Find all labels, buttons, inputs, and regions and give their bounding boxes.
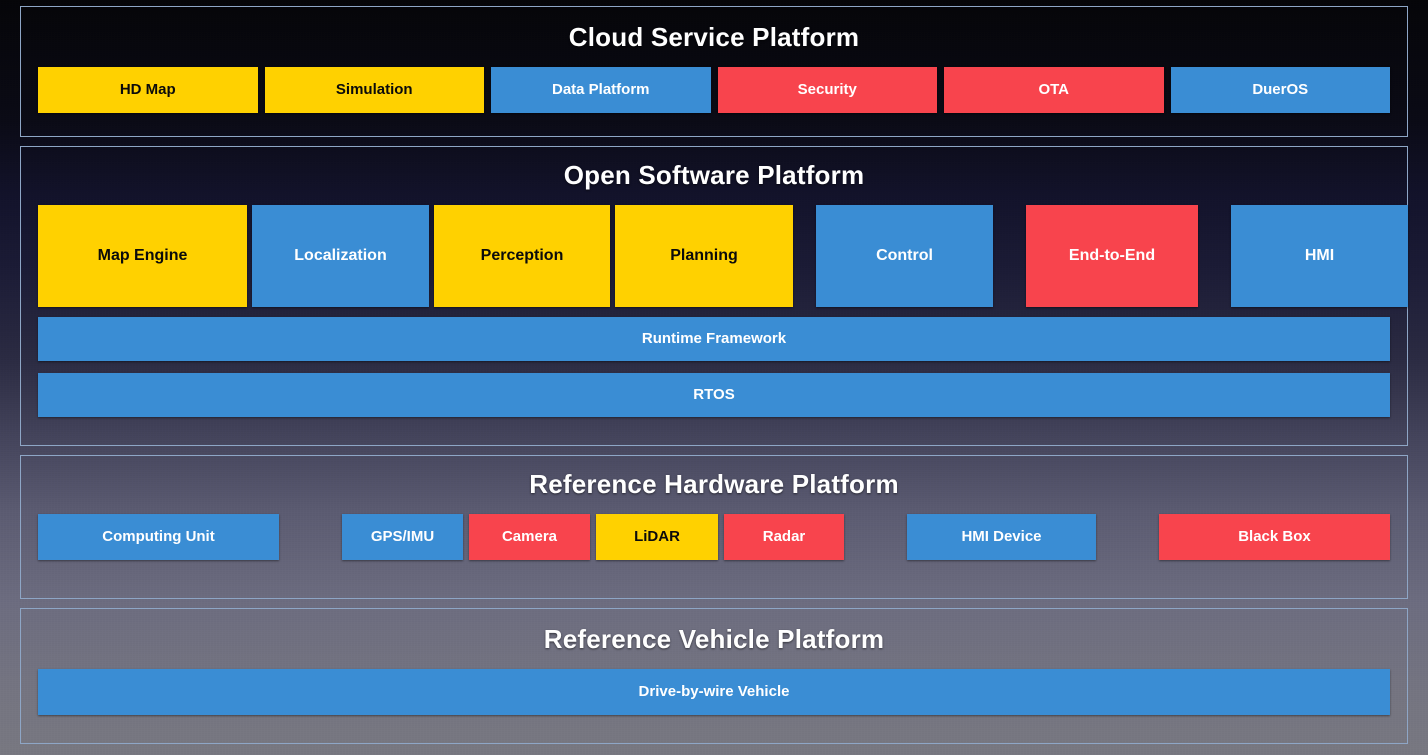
software-module-perception[interactable]: Perception [434,204,610,307]
hardware-block-radar[interactable]: Radar [724,513,844,560]
hardware-block-computing-unit[interactable]: Computing Unit [38,513,279,560]
software-module-control[interactable]: Control [816,204,993,307]
software-module-end-to-end[interactable]: End-to-End [1026,204,1198,307]
software-bar-rtos[interactable]: RTOS [38,372,1390,417]
cloud-service-platform-panel: Cloud Service Platform HD Map Simulation… [20,6,1408,137]
reference-vehicle-platform-panel: Reference Vehicle Platform Drive-by-wire… [20,608,1408,744]
cloud-service-platform-title: Cloud Service Platform [568,22,860,52]
cloud-block-data-platform[interactable]: Data Platform [491,66,711,113]
hardware-block-hmi-device[interactable]: HMI Device [907,513,1096,560]
software-module-row: Map Engine Localization Perception Plann… [38,204,1408,307]
hardware-block-row: Computing Unit GPS/IMU Camera LiDAR Rada… [38,513,1390,560]
open-software-platform-panel: Open Software Platform Map Engine Locali… [20,146,1408,446]
cloud-block-hd-map[interactable]: HD Map [38,66,258,113]
vehicle-block-drive-by-wire[interactable]: Drive-by-wire Vehicle [38,668,1390,715]
cloud-service-block-row: HD Map Simulation Data Platform Security… [38,66,1390,113]
hardware-block-camera[interactable]: Camera [469,513,590,560]
software-module-planning[interactable]: Planning [615,204,793,307]
software-module-localization[interactable]: Localization [252,204,429,307]
reference-hardware-platform-panel: Reference Hardware Platform Computing Un… [20,455,1408,599]
reference-vehicle-platform-title: Reference Vehicle Platform [543,624,885,654]
cloud-block-security[interactable]: Security [717,66,937,113]
hardware-block-black-box[interactable]: Black Box [1159,513,1390,560]
software-bar-runtime-framework[interactable]: Runtime Framework [38,316,1390,361]
software-module-hmi[interactable]: HMI [1231,204,1408,307]
cloud-block-ota[interactable]: OTA [944,66,1164,113]
hardware-block-lidar[interactable]: LiDAR [596,513,718,560]
open-software-platform-title: Open Software Platform [563,160,865,190]
cloud-block-dueros[interactable]: DuerOS [1170,66,1390,113]
hardware-block-gps-imu[interactable]: GPS/IMU [342,513,463,560]
vehicle-block-row: Drive-by-wire Vehicle [38,668,1390,715]
reference-hardware-platform-title: Reference Hardware Platform [529,469,899,499]
cloud-block-simulation[interactable]: Simulation [264,66,484,113]
software-module-map-engine[interactable]: Map Engine [38,204,247,307]
